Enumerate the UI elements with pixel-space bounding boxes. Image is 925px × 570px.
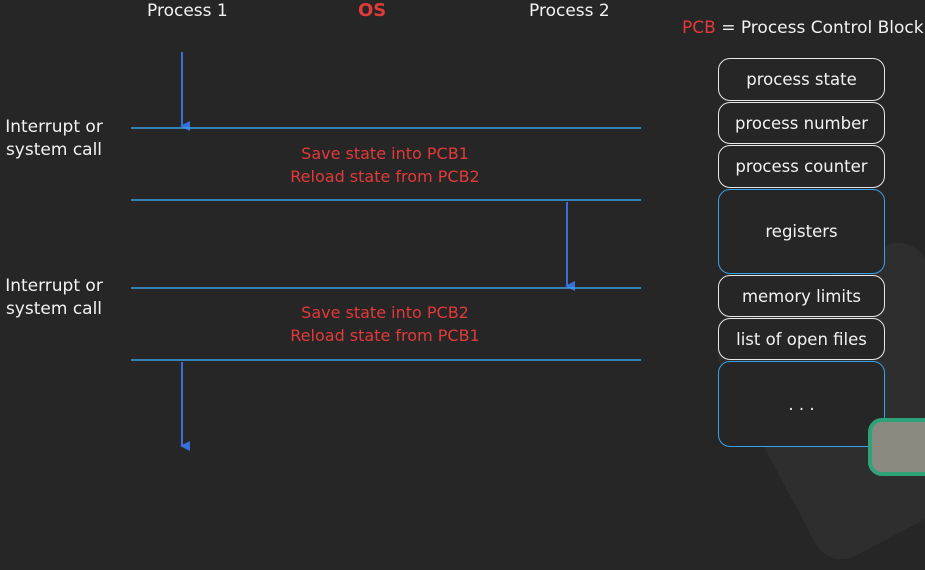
pcb-legend-text: = Process Control Block — [715, 18, 924, 38]
pcb-field-open-files: list of open files — [718, 318, 885, 360]
event-label-2: Interrupt or system call — [2, 275, 106, 321]
os-action-1-line2: Reload state from PCB2 — [290, 167, 480, 186]
process1-header: Process 1 — [147, 1, 228, 21]
process2-header: Process 2 — [529, 1, 610, 21]
pcb-field-memory-limits: memory limits — [718, 275, 885, 317]
pcb-field-registers: registers — [718, 189, 885, 274]
os-action-2: Save state into PCB2 Reload state from P… — [200, 301, 570, 347]
event-label-1: Interrupt or system call — [2, 116, 106, 162]
pcb-field-ellipsis: . . . — [718, 361, 885, 447]
pcb-field-process-state: process state — [718, 58, 885, 101]
os-action-1: Save state into PCB1 Reload state from P… — [200, 142, 570, 188]
os-action-2-line1: Save state into PCB2 — [301, 303, 469, 322]
pcb-abbr: PCB — [682, 18, 716, 38]
pcb-field-process-counter: process counter — [718, 145, 885, 188]
os-action-1-line1: Save state into PCB1 — [301, 144, 469, 163]
corner-thumbnail — [868, 418, 925, 476]
event-label-1-line1: Interrupt or — [5, 117, 103, 137]
event-label-2-line1: Interrupt or — [5, 276, 103, 296]
pcb-field-process-number: process number — [718, 102, 885, 144]
pcb-legend: PCB = Process Control Block — [682, 18, 924, 38]
os-action-2-line2: Reload state from PCB1 — [290, 326, 480, 345]
timeline-diagram — [131, 52, 641, 451]
os-header: OS — [358, 0, 387, 21]
event-label-1-line2: system call — [5, 140, 103, 160]
event-label-2-line2: system call — [5, 299, 103, 319]
